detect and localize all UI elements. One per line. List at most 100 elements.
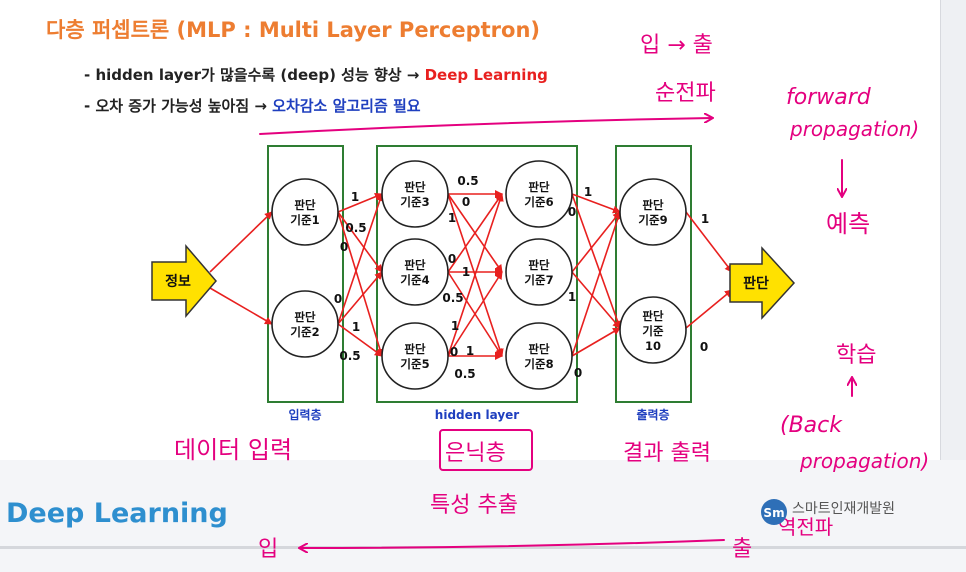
weight-label: 1	[701, 212, 709, 226]
ink-result-out: 결과 출력	[623, 441, 711, 466]
node-9-line-2: 기준9	[638, 213, 667, 227]
ink-back-arrow	[300, 539, 725, 548]
weight-label: 0	[450, 345, 458, 359]
node-3	[381, 160, 449, 228]
logo-mark-text: Sm	[763, 506, 784, 520]
node-2-line-1: 판단	[294, 310, 316, 324]
weight-label: 0.5	[457, 174, 478, 188]
bullet-2-highlight: 오차감소 알고리즘 필요	[272, 97, 421, 115]
weight-label: 0	[334, 292, 342, 306]
node-4-line-2: 기준4	[400, 273, 429, 287]
ink-predict: 예측	[826, 210, 870, 238]
ink-back-2: propagation)	[799, 449, 929, 473]
logo: Sm	[761, 499, 787, 525]
node-1	[271, 178, 339, 246]
node-8-line-2: 기준8	[524, 357, 553, 371]
bullet-2-text: - 오차 증가 가능성 높아짐 →	[84, 97, 273, 115]
node-3-line-2: 기준3	[400, 195, 429, 209]
scrollbar-gutter[interactable]	[940, 0, 966, 460]
edge-7-9	[571, 211, 621, 273]
node-10-line-2: 기준	[642, 324, 664, 338]
bullet-1-highlight: Deep Learning	[424, 66, 548, 84]
slide-area	[0, 0, 940, 460]
ink-in-out: 입 → 출	[640, 33, 713, 58]
output-arrow-shape	[729, 246, 796, 320]
edge-1-3	[337, 192, 383, 213]
weight-label: 1	[352, 320, 360, 334]
weight-label: 0	[700, 340, 708, 354]
node-6-line-1: 판단	[528, 180, 550, 194]
weight-label: 1	[584, 185, 592, 199]
input-layer-label: 입력층	[288, 407, 321, 422]
weight-label: 0.5	[454, 367, 475, 381]
node-2	[271, 290, 339, 358]
weight-label: 0.5	[339, 349, 360, 363]
node-4	[381, 238, 449, 306]
node-7	[505, 238, 573, 306]
node-8	[505, 322, 573, 390]
edge-1-4	[337, 211, 383, 273]
bullet-1-text: - hidden layer가 많을수록 (deep) 성능 향상 →	[84, 66, 425, 84]
node-5	[381, 322, 449, 390]
weight-label: 1	[451, 319, 459, 333]
logo-mark	[761, 499, 787, 525]
bullet-1: - hidden layer가 많을수록 (deep) 성능 향상 → Deep…	[84, 64, 548, 85]
weight-label: 0	[448, 252, 456, 266]
weight-label: 0.5	[442, 291, 463, 305]
weight-label: 0	[340, 240, 348, 254]
slide-title: 다층 퍼셉트론 (MLP : Multi Layer Perceptron)	[46, 18, 541, 42]
edge-5-7	[447, 271, 503, 357]
node-7-line-1: 판단	[528, 258, 550, 272]
node-6-line-2: 기준6	[524, 195, 553, 209]
node-8-line-1: 판단	[528, 342, 550, 356]
weight-label: 0	[462, 195, 470, 209]
ink-back-1: (Back	[780, 413, 843, 438]
weight-label: 0.5	[345, 221, 366, 235]
edge-4-6	[447, 193, 503, 273]
node-4-line-1: 판단	[404, 258, 426, 272]
ink-hidden-kr: 은닉층	[445, 441, 506, 466]
node-10-line-1: 판단	[642, 309, 664, 323]
ink-learn: 학습	[836, 343, 876, 368]
edge-2-5	[337, 323, 383, 357]
edge-8-9	[571, 211, 622, 357]
node-3-line-1: 판단	[404, 180, 426, 194]
ink-forward-kr: 순전파	[655, 81, 716, 106]
edge-6-9	[571, 193, 621, 214]
ink-left-in: 입	[258, 537, 278, 562]
edge-in-2	[209, 287, 273, 325]
edge-in-1	[209, 211, 273, 273]
edge-6-10	[571, 193, 622, 329]
node-9	[619, 178, 687, 246]
node-1-line-1: 판단	[294, 198, 316, 212]
edge-7-10	[571, 271, 621, 329]
node-1-line-2: 기준1	[290, 213, 319, 227]
ink-forward-en-1: forward	[786, 85, 872, 110]
edge-1-5	[337, 211, 384, 357]
node-10-line-3: 10	[645, 339, 661, 353]
weight-label: 0	[568, 205, 576, 219]
output-arrow-label: 판단	[743, 275, 769, 292]
edge-2-4	[337, 271, 383, 325]
logo-text: 스마트인재개발원	[792, 501, 896, 517]
weight-label: 1	[466, 344, 474, 358]
ink-forward-arrow	[259, 118, 712, 135]
hidden-layer-label: hidden layer	[435, 408, 519, 422]
input-arrow-label: 정보	[165, 273, 191, 290]
edge-9-out	[685, 211, 733, 273]
node-7-line-2: 기준7	[524, 273, 553, 287]
footer-title: Deep Learning	[6, 498, 228, 529]
node-9-line-1: 판단	[642, 198, 664, 212]
node-5-line-2: 기준5	[400, 357, 429, 371]
node-5-line-1: 판단	[404, 342, 426, 356]
edge-group	[209, 190, 733, 360]
ink-reverse: 역전파	[778, 515, 833, 539]
input-layer-box	[267, 145, 344, 403]
ink-feature: 특성 추출	[430, 493, 518, 518]
weight-label: 1	[351, 190, 359, 204]
edge-5-6	[447, 193, 504, 357]
output-layer-label: 출력층	[636, 407, 669, 422]
footer-band	[0, 460, 966, 572]
ink-right-out: 출	[732, 537, 752, 562]
